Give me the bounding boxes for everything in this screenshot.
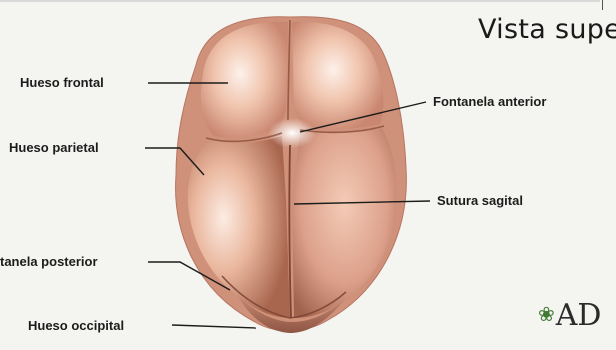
brand-logo: ❀AD (538, 298, 601, 333)
label-sagittal-suture: Sutura sagital (437, 193, 523, 208)
parietal-bone-right (292, 128, 396, 318)
label-anterior-fontanelle: Fontanela anterior (433, 94, 546, 109)
leader-occipital (172, 325, 256, 328)
anterior-fontanelle (268, 118, 316, 148)
label-posterior-fontanelle: tanela posterior (0, 254, 98, 269)
diagram-title: Vista supe (478, 14, 616, 45)
label-occipital-bone: Hueso occipital (28, 318, 124, 333)
parietal-bone-left (188, 136, 290, 318)
label-parietal-bone: Hueso parietal (9, 140, 99, 155)
logo-text: AD (556, 298, 602, 333)
leaf-icon: ❀ (538, 302, 555, 326)
label-frontal-bone: Hueso frontal (20, 75, 104, 90)
